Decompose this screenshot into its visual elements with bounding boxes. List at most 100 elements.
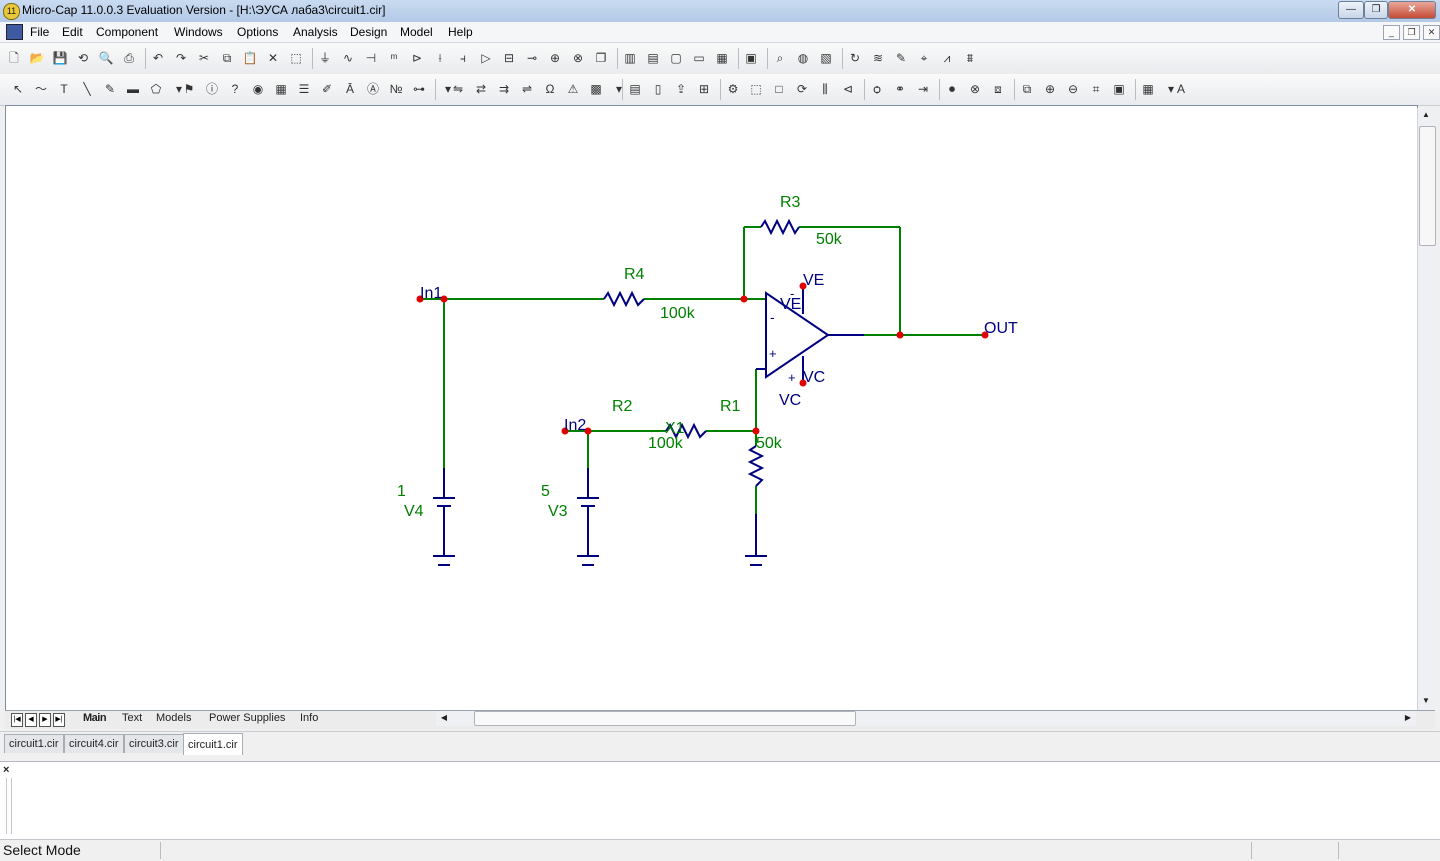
prev-tab-icon[interactable]: ◀ <box>25 713 37 727</box>
horizontal-scroll-thumb[interactable] <box>474 711 856 726</box>
revert-icon[interactable]: ⟲ <box>77 51 89 65</box>
horizontal-scrollbar[interactable]: ◀ ▶ <box>436 711 1416 726</box>
vsource-icon[interactable]: ⊕ <box>549 51 561 65</box>
dropdown-icon[interactable]: ▾ <box>1167 82 1175 96</box>
analysis-icon[interactable]: ≋ <box>872 51 884 65</box>
menu-component[interactable]: Component <box>96 25 159 39</box>
label-r4[interactable]: R4 <box>624 266 645 283</box>
schematic-diagram[interactable]: R3 50k R4 100k R2 100k R1 50k X1 VE VE V… <box>6 106 1417 711</box>
file-tab-circuit3[interactable]: circuit3.cir <box>124 734 184 753</box>
edit-icon[interactable]: ✐ <box>321 82 333 96</box>
mdi-minimize-button[interactable]: _ <box>1383 25 1400 40</box>
close-icon[interactable]: × <box>3 764 10 776</box>
copy-icon[interactable]: ⧉ <box>222 51 232 65</box>
font-icon[interactable]: A <box>1176 82 1185 96</box>
label-r3[interactable]: R3 <box>780 194 801 211</box>
page-icon[interactable]: ▯ <box>654 82 662 96</box>
find-icon[interactable]: ⌕ <box>776 51 784 65</box>
document-icon[interactable] <box>6 24 23 40</box>
warning-icon[interactable]: ⚠ <box>567 82 579 96</box>
minimize-button[interactable]: — <box>1338 1 1364 19</box>
resistor-r4[interactable] <box>603 290 645 308</box>
label-in2[interactable]: In2 <box>564 417 586 434</box>
info-icon[interactable]: ⓘ <box>205 82 218 96</box>
scroll-right-icon[interactable]: ▶ <box>1404 713 1412 722</box>
attribute-text-icon[interactable]: Ā <box>345 82 354 96</box>
open-folder-icon[interactable]: 📂 <box>29 51 45 65</box>
bus-icon[interactable]: ▬ <box>127 82 139 96</box>
rect-icon[interactable]: □ <box>775 82 783 96</box>
label-v4-value[interactable]: 1 <box>397 483 406 500</box>
label-r2-value[interactable]: 100k <box>648 435 684 452</box>
shape-icon[interactable]: ⬠ <box>150 82 162 96</box>
plot-icon[interactable]: ⩘ <box>943 51 951 65</box>
isource-icon[interactable]: ⊸ <box>526 51 538 65</box>
tab-power-supplies[interactable]: Power Supplies <box>209 712 286 724</box>
cascade-icon[interactable]: ❐ <box>595 51 607 65</box>
label-vc-inner[interactable]: VC <box>803 369 825 386</box>
node-in1-pin[interactable] <box>416 295 424 303</box>
label-r1[interactable]: R1 <box>720 398 741 415</box>
label-ve-pin[interactable]: VE <box>803 272 824 289</box>
wire-mode-icon[interactable]: 〜 <box>34 82 47 96</box>
scroll-down-icon[interactable]: ▼ <box>1422 696 1430 705</box>
node-in2[interactable] <box>584 427 592 435</box>
file-tab-circuit1-active[interactable]: circuit1.cir <box>183 733 243 755</box>
label-r1-value[interactable]: 50k <box>756 435 783 452</box>
menu-design[interactable]: Design <box>350 25 388 39</box>
back-icon[interactable]: ⧉ <box>1022 82 1032 96</box>
print-icon[interactable]: ⎙ <box>124 51 134 65</box>
delete-icon[interactable]: ✕ <box>267 51 279 65</box>
component-panel-icon[interactable]: ▣ <box>745 51 757 65</box>
zoom-in-icon[interactable]: ⊕ <box>1044 82 1056 96</box>
redo-icon[interactable]: ↷ <box>175 51 187 65</box>
export-icon[interactable]: ⇪ <box>675 82 687 96</box>
new-file-icon[interactable]: 🗋 <box>9 51 19 65</box>
bom-icon[interactable]: ▤ <box>629 82 641 96</box>
stop-icon[interactable]: ⏺ <box>948 82 955 96</box>
tab-models[interactable]: Models <box>156 712 192 724</box>
rotate-icon[interactable]: ⟳ <box>796 82 808 96</box>
mdi-close-button[interactable]: ✕ <box>1423 25 1440 40</box>
menu-analysis[interactable]: Analysis <box>293 25 338 39</box>
menu-edit[interactable]: Edit <box>62 25 83 39</box>
label-x1[interactable]: X1 <box>665 420 685 437</box>
undo-icon[interactable]: ↶ <box>152 51 164 65</box>
select-mode-icon[interactable]: ↖ <box>12 82 24 96</box>
table-icon[interactable]: ☰ <box>298 82 310 96</box>
label-r3-value[interactable]: 50k <box>816 231 843 248</box>
label-v3-value[interactable]: 5 <box>541 483 550 500</box>
node-plus[interactable] <box>752 427 760 435</box>
flag-icon[interactable]: ⚑ <box>183 82 195 96</box>
label-v4[interactable]: V4 <box>404 503 424 520</box>
show-voltage-icon[interactable]: ⇋ <box>452 82 464 96</box>
scope-icon[interactable]: ◉ <box>252 82 264 96</box>
select-all-icon[interactable]: ⬚ <box>290 51 302 65</box>
menu-file[interactable]: File <box>30 25 50 39</box>
mirror-icon[interactable]: ⫼ <box>822 82 828 96</box>
refresh-icon[interactable]: ↻ <box>849 51 861 65</box>
paste-icon[interactable]: 📋 <box>242 51 258 65</box>
fit-icon[interactable]: ⊞ <box>698 82 710 96</box>
cancel-icon[interactable]: ⊗ <box>969 82 981 96</box>
show-power-icon[interactable]: ⇉ <box>498 82 510 96</box>
save-icon[interactable]: 💾 <box>52 51 68 65</box>
tab-info[interactable]: Info <box>300 712 319 724</box>
region-icon[interactable]: ⬚ <box>750 82 762 96</box>
capacitor-icon[interactable]: ⊣ <box>365 51 377 65</box>
show-condition-icon[interactable]: ⇌ <box>521 82 533 96</box>
layout-icon[interactable]: ▦ <box>1142 82 1154 96</box>
node-minus[interactable] <box>740 295 748 303</box>
label-in1[interactable]: In1 <box>420 285 442 302</box>
grid-icon[interactable]: ▩ <box>590 82 602 96</box>
label-r2[interactable]: R2 <box>612 398 633 415</box>
text-mode-icon[interactable]: T <box>60 82 68 96</box>
restore-button[interactable]: ❐ <box>1364 1 1388 19</box>
ground-icon[interactable]: ⏚ <box>318 51 331 65</box>
pen-mode-icon[interactable]: ✎ <box>104 82 116 96</box>
dropdown-icon[interactable]: ▾ <box>444 82 452 96</box>
calculator-icon[interactable]: ▦ <box>716 51 728 65</box>
label-r4-value[interactable]: 100k <box>660 305 696 322</box>
props-icon[interactable]: ⚙ <box>727 82 739 96</box>
scroll-left-icon[interactable]: ◀ <box>440 713 448 722</box>
